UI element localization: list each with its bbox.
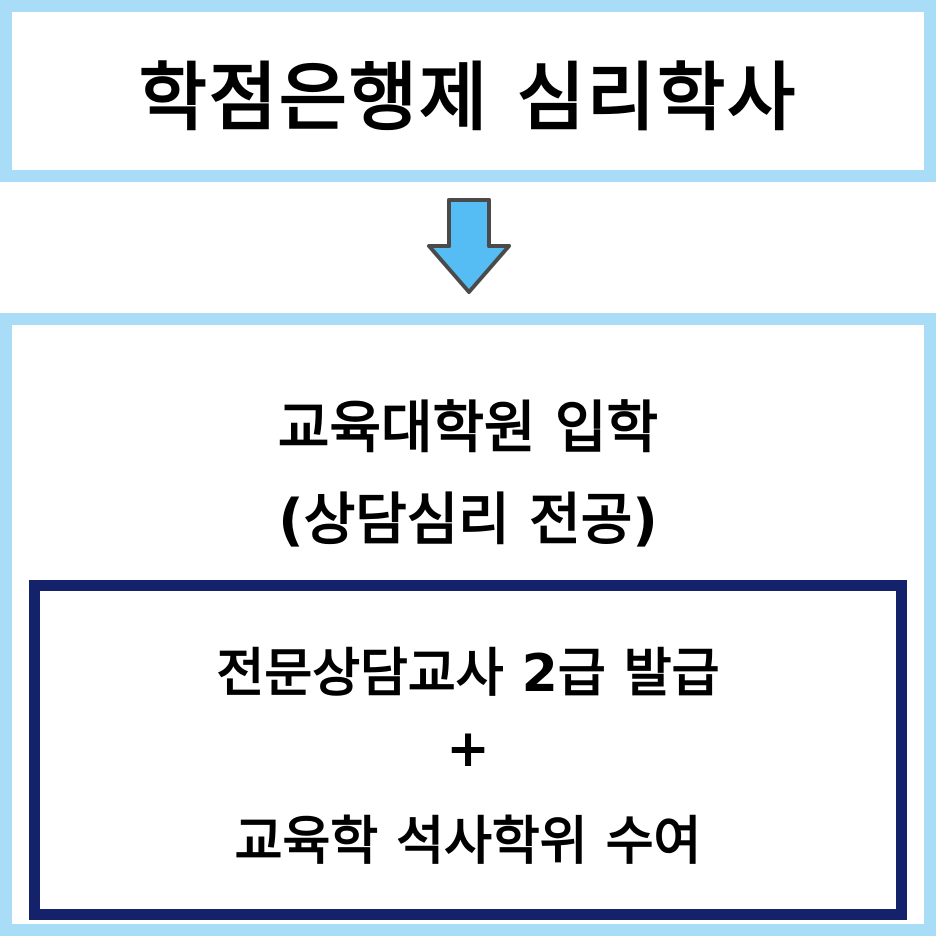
bottom-heading-line-2: (상담심리 전공) — [278, 488, 658, 553]
bottom-box: 교육대학원 입학 (상담심리 전공) 전문상담교사 2급 발급 + 교육학 석사… — [0, 313, 936, 936]
top-box: 학점은행제 심리학사 — [0, 0, 936, 182]
inner-line-1: 전문상담교사 2급 발급 — [216, 644, 720, 704]
inner-plus: + — [446, 719, 490, 779]
inner-box: 전문상담교사 2급 발급 + 교육학 석사학위 수여 — [29, 580, 907, 920]
down-arrow-icon — [427, 198, 511, 294]
top-title: 학점은행제 심리학사 — [138, 54, 798, 141]
bottom-heading-line-1: 교육대학원 입학 — [277, 396, 659, 461]
inner-line-3: 교육학 석사학위 수여 — [234, 812, 702, 872]
